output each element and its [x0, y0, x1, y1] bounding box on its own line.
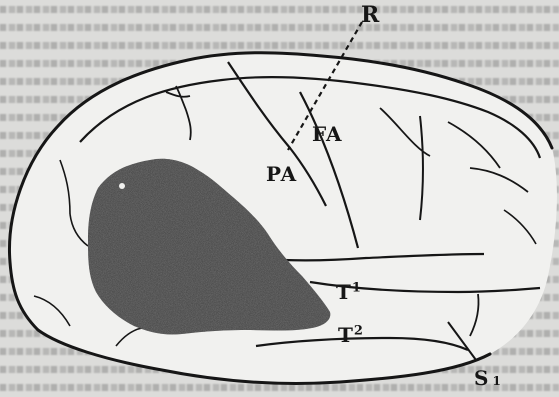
label-t1-superscript: 1 [352, 280, 362, 295]
label-fa: FA [312, 124, 343, 144]
label-t1: T1 [336, 282, 362, 302]
label-r: R [361, 4, 380, 26]
label-pa: PA [266, 164, 297, 184]
label-s1-subscript: 1 [492, 374, 501, 388]
label-t2-superscript: 2 [354, 323, 364, 338]
label-t2: T2 [338, 325, 364, 345]
